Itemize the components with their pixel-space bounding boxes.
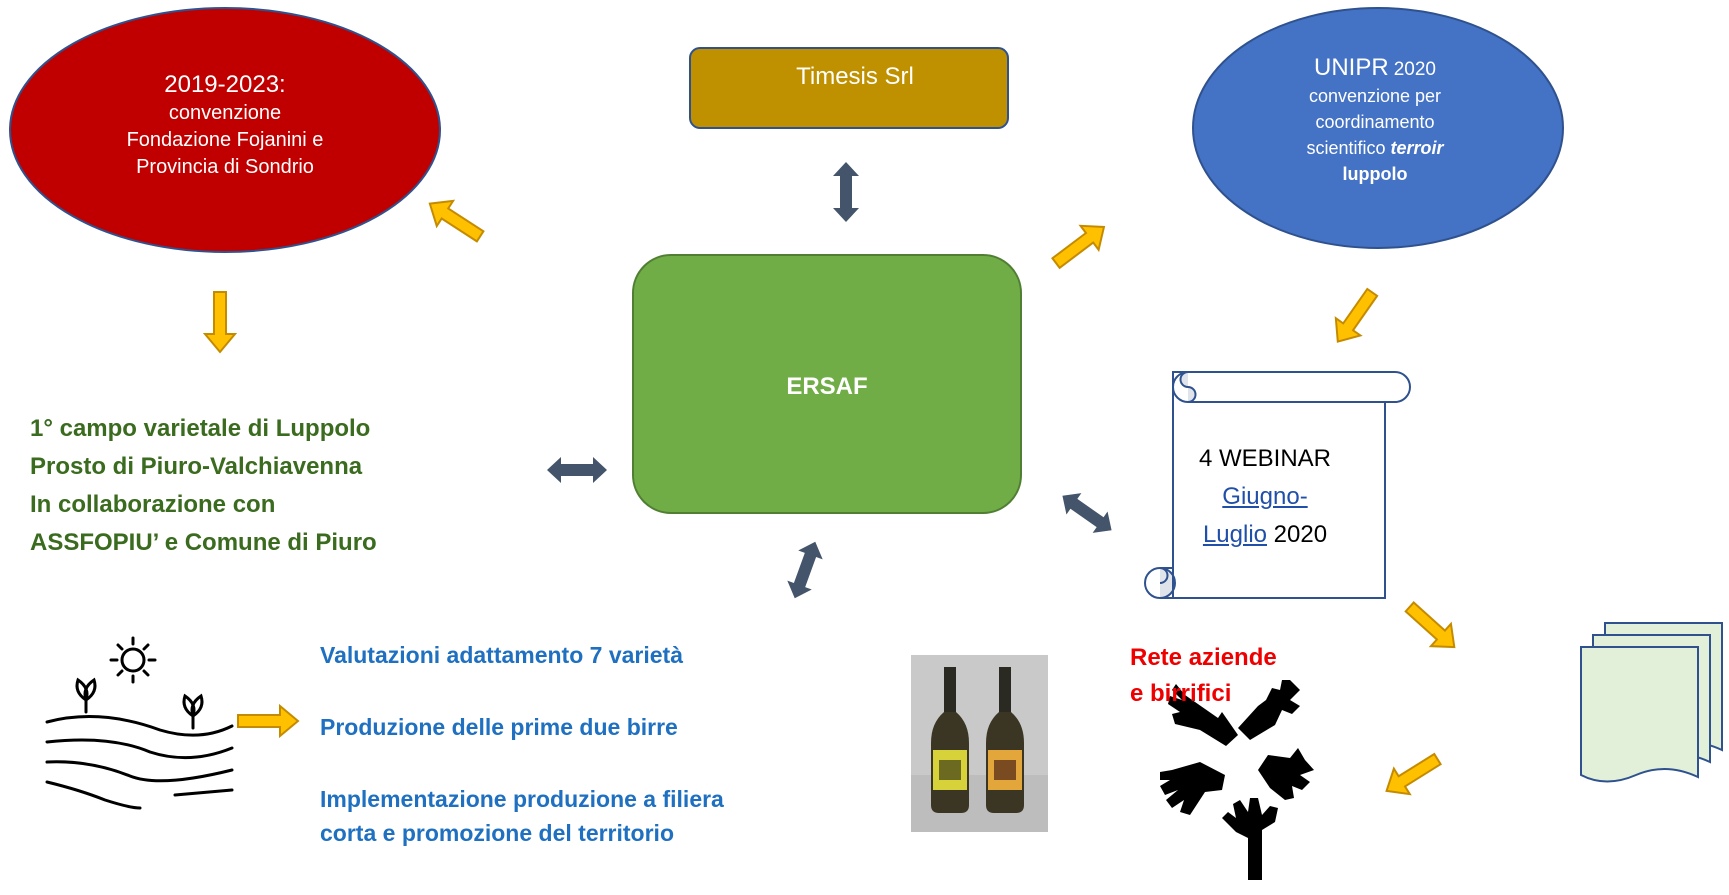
webinar-link-luglio[interactable]: Luglio [1202, 521, 1267, 548]
campo-varietale-text: 1° campo varietale di Luppolo Prosto di … [30, 410, 377, 562]
activity-1: Valutazioni adattamento 7 varietà [320, 642, 684, 668]
campo-line2: Prosto di Piuro-Valchiavenna [30, 453, 363, 480]
unipr-terroir: terroir [1390, 138, 1444, 158]
arrow-down-campo [204, 291, 236, 353]
campo-line1: 1° campo varietale di Luppolo [30, 415, 371, 442]
arrow-ersaf-timesis [833, 162, 859, 222]
beer-bottle-right [986, 667, 1024, 813]
rete-aziende-text: Rete aziende e birrifici [1130, 640, 1277, 712]
beer-bottles-photo [911, 655, 1048, 832]
convenzione-line4: Provincia di Sondrio [136, 156, 314, 178]
arrow-unipr-to-webinar [1324, 282, 1386, 352]
timesis-label: Timesis Srl [796, 63, 914, 90]
arrow-to-convenzione [420, 190, 490, 250]
arrow-ersaf-activities [782, 537, 828, 603]
unipr-title: UNIPR [1314, 54, 1389, 81]
arrow-ersaf-webinar [1054, 485, 1120, 541]
unipr-ellipse [1192, 7, 1564, 249]
arrow-webinar-to-docs [1398, 594, 1466, 660]
campo-line4: ASSFOPIU’ e Comune di Piuro [30, 529, 377, 556]
unipr-year: 2020 [1393, 59, 1436, 80]
webinar-scroll [1144, 371, 1411, 599]
hands-network-icon [1160, 680, 1314, 880]
webinar-line1: 4 WEBINAR [1198, 445, 1332, 472]
ersaf-label: ERSAF [786, 373, 868, 400]
convenzione-text: 2019-2023: convenzione Fondazione Fojani… [60, 70, 390, 181]
rete-line1: Rete aziende [1130, 644, 1277, 671]
activity-3-line1: Implementazione produzione a filiera [320, 786, 724, 812]
activity-2: Produzione delle prime due birre [320, 714, 678, 740]
webinar-year: 2020 [1273, 521, 1328, 548]
field-sun-icon [45, 636, 234, 810]
activity-3: Implementazione produzione a filiera cor… [320, 782, 724, 850]
campo-line3: In collaborazione con [30, 491, 276, 518]
unipr-line3: coordinamento [1315, 112, 1435, 132]
unipr-luppolo: luppolo [1342, 164, 1408, 184]
unipr-text: UNIPR 2020 convenzione per coordinamento… [1240, 55, 1510, 187]
arrow-docs-to-rete [1377, 745, 1447, 805]
arrow-ersaf-campo [547, 457, 607, 483]
arrow-field-to-activities [237, 705, 299, 737]
convenzione-line3: Fondazione Fojanini e [126, 129, 324, 151]
activity-3-line2: corta e promozione del territorio [320, 820, 674, 846]
convenzione-ellipse [9, 7, 441, 253]
convenzione-line2: convenzione [168, 102, 282, 124]
documents-icon [1580, 622, 1723, 783]
webinar-link-giugno[interactable]: Giugno- [1222, 483, 1308, 510]
unipr-line2: convenzione per [1308, 86, 1442, 106]
arrow-to-unipr [1046, 213, 1114, 277]
convenzione-years: 2019-2023: [164, 71, 286, 98]
beer-bottle-left [931, 667, 969, 813]
rete-line2: e birrifici [1130, 680, 1232, 707]
ersaf-box [632, 254, 1022, 514]
timesis-box [689, 47, 1009, 129]
unipr-line4-prefix: scientifico [1306, 138, 1386, 158]
webinar-text: 4 WEBINAR Giugno- Luglio 2020 [1145, 440, 1385, 554]
